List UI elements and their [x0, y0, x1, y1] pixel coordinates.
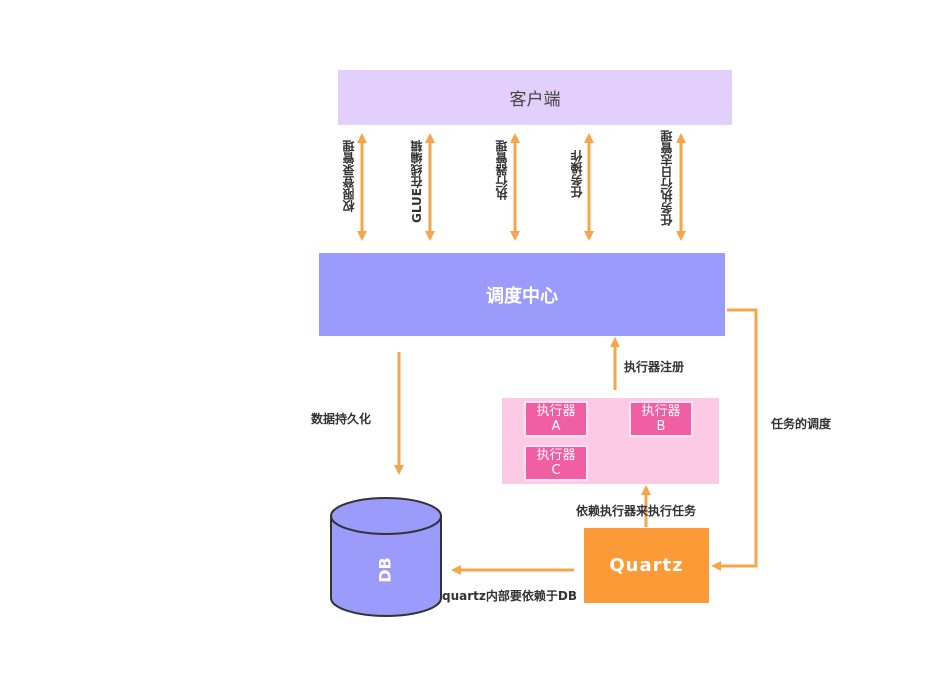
register-label: 执行器注册	[624, 360, 685, 374]
executor-b-id: B	[656, 419, 666, 434]
executor-c: 执行器 C	[524, 445, 588, 481]
executor-group: 执行器 A 执行器 B 执行器 C	[502, 398, 719, 484]
executor-b-name: 执行器	[641, 404, 681, 419]
executor-a-id: A	[551, 419, 561, 434]
quartz-db-label: quartz内部要依赖于DB	[442, 589, 577, 603]
client-box: 客户端	[338, 70, 732, 125]
arrow-schedule	[711, 308, 758, 571]
client-label: 客户端	[509, 90, 561, 110]
executor-a: 执行器 A	[524, 401, 588, 437]
quartz-box: Quartz	[584, 528, 709, 603]
executor-a-name: 执行器	[536, 404, 576, 419]
scheduling-center-box: 调度中心	[319, 253, 725, 336]
executor-c-name: 执行器	[536, 448, 576, 463]
database-top	[330, 497, 442, 535]
persistence-label: 数据持久化	[311, 412, 372, 426]
database-body	[330, 515, 442, 617]
executor-c-id: C	[551, 463, 561, 478]
quartz-label: Quartz	[609, 555, 684, 576]
scheduling-center-label: 调度中心	[486, 285, 558, 307]
database-label: DB	[376, 557, 395, 582]
depend-label: 依赖执行器来执行任务	[576, 504, 697, 518]
executor-b: 执行器 B	[629, 401, 693, 437]
schedule-label: 任务的调度	[771, 417, 832, 431]
